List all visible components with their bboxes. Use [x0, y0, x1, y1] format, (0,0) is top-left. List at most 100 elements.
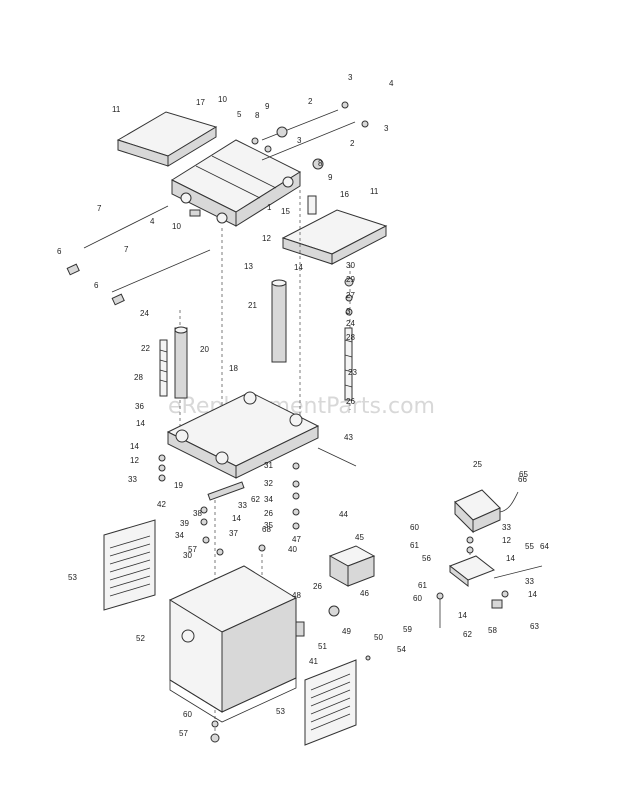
callout-number: 33 — [502, 523, 511, 532]
callout-number: 1 — [267, 203, 272, 212]
callout-number: 17 — [196, 98, 205, 107]
base-plate — [166, 391, 320, 479]
callout-number: 52 — [136, 634, 145, 643]
callout-number: 33 — [238, 501, 247, 510]
callout-number: 12 — [502, 536, 511, 545]
callout-number: 14 — [294, 263, 303, 272]
callout-number: 24 — [346, 319, 355, 328]
callout-number: 4 — [389, 79, 394, 88]
screw-right — [344, 277, 354, 401]
callout-number: 10 — [218, 95, 227, 104]
callout-number: 51 — [318, 642, 327, 651]
hardware-stack — [158, 454, 300, 556]
head-casting — [170, 139, 302, 227]
callout-number: 28 — [134, 373, 143, 382]
callout-number: 30 — [183, 551, 192, 560]
callout-number: 59 — [403, 625, 412, 634]
callout-number: 5 — [237, 110, 242, 119]
callout-number: 14 — [458, 611, 467, 620]
callout-number: 26 — [346, 397, 355, 406]
crank-rod — [317, 447, 357, 467]
callout-number: 41 — [309, 657, 318, 666]
callout-number: 3 — [297, 136, 302, 145]
foot-washer — [211, 720, 219, 728]
callout-number: 46 — [360, 589, 369, 598]
foot-screw — [210, 733, 220, 743]
callout-number: 6 — [94, 281, 99, 290]
callout-number: 53 — [68, 573, 77, 582]
callout-number: 43 — [344, 433, 353, 442]
callout-number: 14 — [136, 419, 145, 428]
callout-number: 2 — [350, 139, 355, 148]
cabinet-stand — [168, 565, 298, 723]
switch-box — [328, 545, 376, 587]
callout-number: 32 — [264, 479, 273, 488]
callout-number: 6 — [57, 247, 62, 256]
callout-number: 64 — [540, 542, 549, 551]
callout-number: 30 — [346, 261, 355, 270]
callout-number: 61 — [418, 581, 427, 590]
callout-number: 3 — [384, 124, 389, 133]
left-extension-table — [116, 111, 218, 167]
column-left — [174, 326, 188, 399]
callout-number: 26 — [313, 582, 322, 591]
callout-number: 28 — [346, 333, 355, 342]
callout-number: 58 — [488, 626, 497, 635]
callout-number: 24 — [140, 309, 149, 318]
callout-number: 7 — [124, 245, 129, 254]
callout-number: 15 — [281, 207, 290, 216]
motor — [454, 489, 519, 534]
side-rods — [66, 205, 211, 306]
callout-number: 18 — [229, 364, 238, 373]
callout-number: 54 — [397, 645, 406, 654]
callout-number: 60 — [183, 710, 192, 719]
motor-mount — [436, 536, 543, 628]
callout-number: 48 — [292, 591, 301, 600]
callout-number: 7 — [97, 204, 102, 213]
callout-number: 34 — [175, 531, 184, 540]
callout-number: 68 — [262, 525, 271, 534]
callout-number: 65 — [519, 470, 528, 479]
callout-number: 9 — [265, 102, 270, 111]
callout-number: 44 — [339, 510, 348, 519]
callout-number: 45 — [355, 533, 364, 542]
callout-number: 40 — [288, 545, 297, 554]
callout-number: 21 — [248, 301, 257, 310]
callout-number: 63 — [530, 622, 539, 631]
callout-number: 13 — [244, 262, 253, 271]
callout-number: 11 — [370, 187, 379, 196]
left-vent-panel — [103, 519, 156, 611]
callout-number: 33 — [525, 577, 534, 586]
callout-number: 39 — [180, 519, 189, 528]
screw-left — [159, 339, 168, 397]
callout-number: 53 — [276, 707, 285, 716]
callout-number: 56 — [422, 554, 431, 563]
callout-number: 10 — [172, 222, 181, 231]
callout-number: 66 — [518, 475, 527, 484]
bracket — [295, 621, 305, 637]
column-center — [271, 279, 287, 363]
callout-number: 12 — [130, 456, 139, 465]
callout-number: 55 — [525, 542, 534, 551]
callout-number: 22 — [141, 344, 150, 353]
callout-number: 3 — [346, 307, 351, 316]
callout-number: 16 — [340, 190, 349, 199]
callout-number: 26 — [264, 509, 273, 518]
callout-number: 23 — [348, 368, 357, 377]
callout-number: 36 — [135, 402, 144, 411]
knob — [328, 605, 340, 617]
callout-number: 49 — [342, 627, 351, 636]
callout-number: 25 — [473, 460, 482, 469]
callout-number: 11 — [112, 105, 121, 114]
callout-number: 14 — [506, 554, 515, 563]
callout-number: 19 — [174, 481, 183, 490]
callout-number: 62 — [251, 495, 260, 504]
callout-number: 62 — [463, 630, 472, 639]
callout-number: 60 — [410, 523, 419, 532]
top-hardware — [189, 101, 369, 217]
callout-number: 34 — [264, 495, 273, 504]
callout-number: 9 — [328, 173, 333, 182]
callout-number: 60 — [413, 594, 422, 603]
